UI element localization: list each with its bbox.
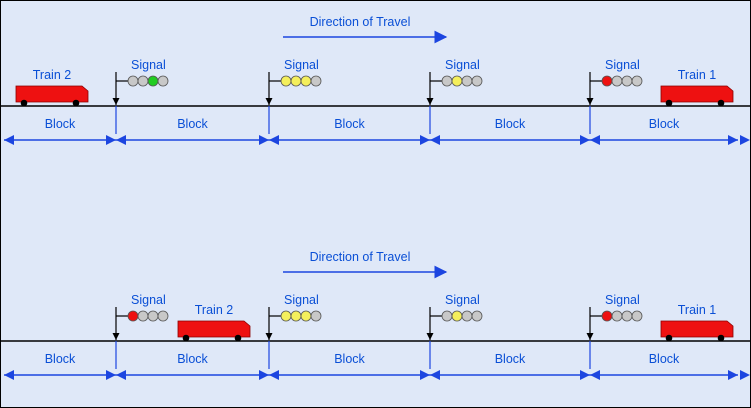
signal-lamp-off	[621, 75, 633, 87]
train-wheel	[182, 334, 190, 342]
train-wheel	[72, 99, 80, 107]
signal-lamp-yellow	[300, 310, 312, 322]
signal-lamp-off	[621, 310, 633, 322]
signal-4: Signal	[586, 293, 643, 340]
signal-label: Signal	[284, 58, 319, 72]
signal-2: Signal	[265, 293, 322, 340]
train-wheel	[717, 99, 725, 107]
signal-label: Signal	[284, 293, 319, 307]
signal-lamp-yellow	[280, 310, 292, 322]
signal-label: Signal	[445, 293, 480, 307]
train-label: Train 2	[33, 68, 71, 82]
signal-lamp-off	[461, 310, 473, 322]
signal-lamp-off	[441, 75, 453, 87]
direction-of-travel-label: Direction of Travel	[310, 15, 411, 29]
signal-lamp-off	[137, 75, 149, 87]
signal-lamp-yellow	[451, 75, 463, 87]
signal-4: Signal	[586, 58, 643, 105]
signal-lamp-off	[631, 310, 643, 322]
train-wheel	[20, 99, 28, 107]
block-label: Block	[177, 117, 208, 131]
signal-lamp-off	[127, 75, 139, 87]
train-wheel	[665, 99, 673, 107]
signal-label: Signal	[131, 58, 166, 72]
signal-lamp-off	[611, 75, 623, 87]
signal-lamp-yellow	[300, 75, 312, 87]
signal-lamp-off	[471, 310, 483, 322]
train-label: Train 1	[678, 68, 716, 82]
signal-lamp-red	[601, 310, 613, 322]
train-label: Train 1	[678, 303, 716, 317]
block-1: Block	[4, 117, 116, 145]
signal-lamp-green	[147, 75, 159, 87]
block-2: Block	[116, 352, 269, 380]
block-2: Block	[116, 117, 269, 145]
block-label: Block	[495, 117, 526, 131]
signal-lamp-off	[157, 75, 169, 87]
block-3: Block	[269, 117, 430, 145]
block-label: Block	[334, 352, 365, 366]
block-5: Block	[590, 117, 738, 145]
block-label: Block	[334, 117, 365, 131]
signal-lamp-red	[127, 310, 139, 322]
signal-lamp-red	[601, 75, 613, 87]
block-4: Block	[430, 352, 590, 380]
train-1: Train 1	[660, 68, 734, 107]
block-label: Block	[45, 352, 76, 366]
signal-label: Signal	[605, 58, 640, 72]
train-2: Train 2	[15, 68, 89, 107]
signal-lamp-yellow	[290, 310, 302, 322]
signal-1: Signal	[112, 293, 169, 340]
block-arrow-tail	[740, 370, 750, 380]
block-arrow-tail	[740, 135, 750, 145]
block-label: Block	[177, 352, 208, 366]
block-3: Block	[269, 352, 430, 380]
signal-label: Signal	[445, 58, 480, 72]
block-label: Block	[649, 352, 680, 366]
block-label: Block	[45, 117, 76, 131]
block-4: Block	[430, 117, 590, 145]
train-label: Train 2	[195, 303, 233, 317]
signal-lamp-off	[310, 75, 322, 87]
signal-lamp-off	[157, 310, 169, 322]
signal-lamp-yellow	[280, 75, 292, 87]
train-body	[15, 85, 89, 103]
train-wheel	[717, 334, 725, 342]
signal-lamp-off	[441, 310, 453, 322]
block-1: Block	[4, 352, 116, 380]
train-wheel	[234, 334, 242, 342]
train-body	[660, 320, 734, 338]
signal-label: Signal	[605, 293, 640, 307]
signal-lamp-off	[631, 75, 643, 87]
train-body	[177, 320, 251, 338]
direction-of-travel-label: Direction of Travel	[310, 250, 411, 264]
signal-1: Signal	[112, 58, 169, 105]
signal-lamp-off	[611, 310, 623, 322]
train-body	[660, 85, 734, 103]
signal-lamp-off	[147, 310, 159, 322]
train-wheel	[665, 334, 673, 342]
signal-lamp-yellow	[451, 310, 463, 322]
signal-lamp-off	[310, 310, 322, 322]
signal-2: Signal	[265, 58, 322, 105]
block-label: Block	[649, 117, 680, 131]
block-5: Block	[590, 352, 738, 380]
signal-3: Signal	[426, 58, 483, 105]
signal-lamp-yellow	[290, 75, 302, 87]
signal-lamp-off	[471, 75, 483, 87]
signal-3: Signal	[426, 293, 483, 340]
signal-label: Signal	[131, 293, 166, 307]
signal-lamp-off	[137, 310, 149, 322]
train-2: Train 2	[177, 303, 251, 342]
train-1: Train 1	[660, 303, 734, 342]
signal-lamp-off	[461, 75, 473, 87]
block-label: Block	[495, 352, 526, 366]
